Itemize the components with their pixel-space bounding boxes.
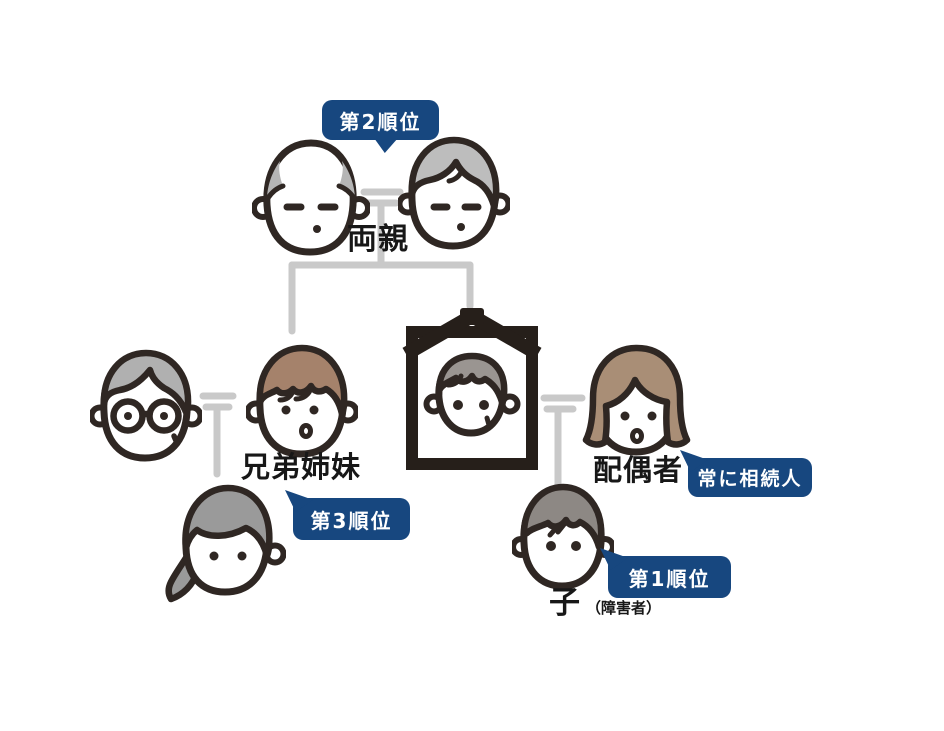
mouth (171, 433, 180, 446)
hair (435, 352, 508, 406)
spouse-face-icon (582, 344, 691, 456)
hair (182, 484, 273, 560)
hair (582, 344, 691, 448)
eye (546, 541, 556, 551)
spouse-label: 配偶者 (593, 453, 684, 487)
hair (256, 344, 348, 418)
child-label-group: 子 （障害者） (549, 588, 661, 619)
memorial-portrait-icon (402, 308, 542, 470)
mouth (299, 423, 313, 439)
eye (209, 551, 219, 561)
grandfather-face-icon (252, 139, 370, 256)
mouth (484, 415, 492, 428)
hair (408, 136, 500, 210)
badge-tail (285, 490, 313, 512)
eye (620, 411, 630, 421)
grey-hair-woman-face-icon (165, 484, 286, 603)
ribbon-knot (460, 308, 484, 325)
hair (520, 483, 605, 551)
always-heir-badge-text: 常に相続人 (697, 468, 803, 490)
eye (124, 412, 132, 420)
parents-label: 両親 (347, 222, 409, 257)
rank2-badge: 第2順位 (322, 100, 439, 153)
eye (281, 405, 291, 415)
mouth (313, 225, 321, 233)
eye (647, 411, 657, 421)
mouth (630, 428, 644, 444)
brown-hair-sibling-face-icon (246, 344, 358, 458)
hair-patch-left (267, 161, 283, 200)
rank1-badge: 第1順位 (600, 548, 731, 598)
rank1-badge-text: 第1順位 (628, 566, 711, 591)
hair-patch-right (339, 161, 355, 200)
rank2-badge-text: 第2順位 (339, 109, 422, 134)
badge-tail (374, 138, 398, 153)
eye (237, 551, 247, 561)
eye (160, 412, 168, 420)
child-face-icon (512, 483, 614, 590)
head (263, 139, 357, 256)
siblings-label: 兄弟姉妹 (241, 450, 362, 484)
always-heir-badge: 常に相続人 (680, 450, 812, 497)
eye (453, 400, 463, 410)
grandmother-face-icon (398, 136, 510, 250)
child-label: 子 (549, 585, 581, 621)
eye (479, 400, 489, 410)
eye (309, 405, 319, 415)
glasses-man-face-icon (90, 349, 202, 462)
rank3-badge-text: 第3順位 (310, 508, 393, 533)
child-disability-note: （障害者） (586, 599, 662, 617)
hair (100, 349, 192, 416)
rank3-badge: 第3順位 (285, 490, 410, 540)
eye (571, 541, 581, 551)
mouth (457, 223, 465, 231)
